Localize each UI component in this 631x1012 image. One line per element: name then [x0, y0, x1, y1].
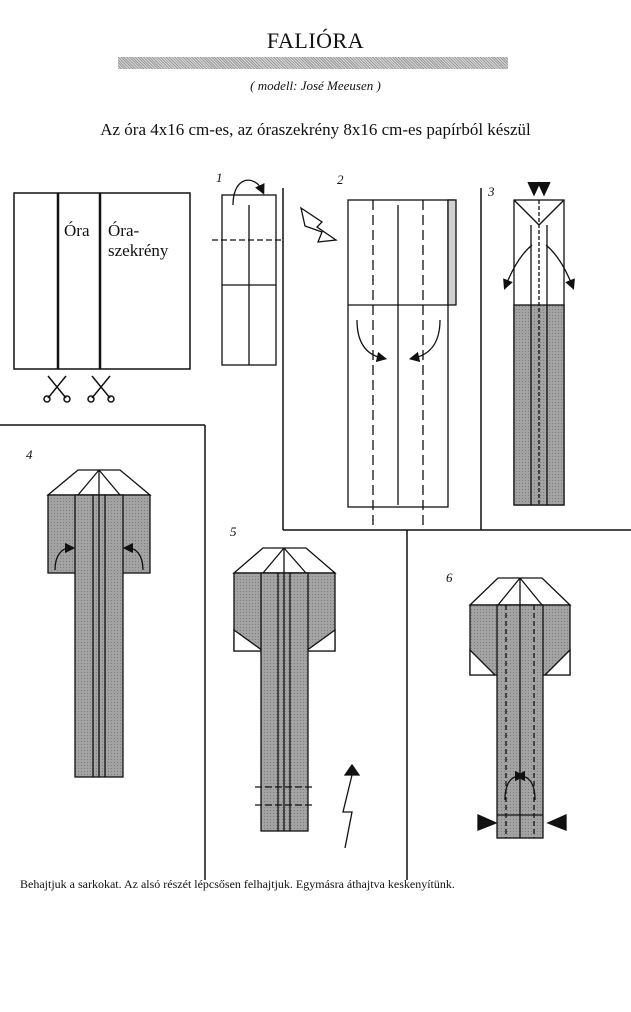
paper-sheet	[13, 192, 191, 370]
label-oraszekreny-line1: Óra-	[108, 221, 140, 240]
scissors-icon	[43, 375, 115, 403]
intro-text: Az óra 4x16 cm-es, az óraszekrény 8x16 c…	[100, 120, 531, 139]
step-number-2: 2	[337, 172, 344, 187]
step-6-drawing	[468, 577, 572, 839]
step-number-3: 3	[488, 184, 495, 199]
step-number-5: 5	[230, 524, 237, 539]
step-5-drawing	[232, 547, 361, 849]
page-title: FALIÓRA	[266, 28, 365, 53]
step-number-1: 1	[216, 170, 223, 185]
step-4-drawing	[46, 469, 152, 778]
step-1-drawing	[212, 179, 282, 366]
label-ora: Óra	[64, 221, 90, 240]
title-underline-bar	[118, 57, 508, 69]
footer-instructions: Behajtjuk a sarkokat. Az alsó részét lép…	[20, 877, 455, 891]
model-credit: ( modell: José Meeusen )	[250, 78, 381, 93]
label-oraszekreny-line2: szekrény	[108, 241, 169, 260]
step-number-6: 6	[446, 570, 453, 585]
panel-separators	[0, 188, 631, 880]
step-number-4: 4	[26, 447, 33, 462]
step-3-drawing	[503, 181, 575, 506]
step-2-drawing	[300, 199, 457, 530]
